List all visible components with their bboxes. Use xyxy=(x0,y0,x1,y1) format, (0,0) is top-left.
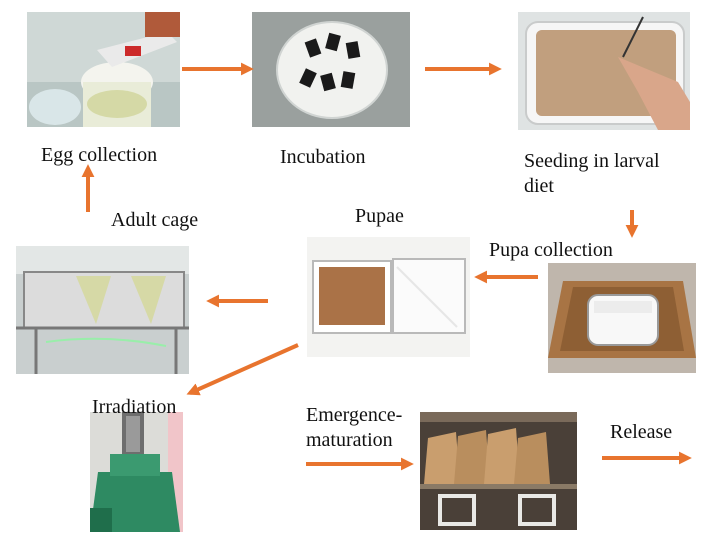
adult-cage-photo xyxy=(16,246,189,374)
label-emergence-line1: Emergence- xyxy=(306,404,403,426)
label-irradiation: Irradiation xyxy=(92,396,177,418)
label-seeding-line2: diet xyxy=(524,175,554,197)
label-emergence-line2: maturation xyxy=(306,429,393,451)
emergence-photo xyxy=(420,412,577,530)
pupa-collection-photo xyxy=(548,263,696,373)
egg-collection-photo xyxy=(27,12,180,127)
pupae-photo xyxy=(307,237,470,357)
label-egg-collection: Egg collection xyxy=(41,144,158,166)
label-adult-cage: Adult cage xyxy=(111,209,199,231)
label-seeding: Seeding in larval diet xyxy=(524,149,660,199)
label-seeding-line1: Seeding in larval xyxy=(524,150,660,172)
incubation-photo xyxy=(252,12,410,127)
label-release: Release xyxy=(610,421,673,443)
label-emergence: Emergence- maturation xyxy=(306,403,402,453)
label-incubation: Incubation xyxy=(280,146,366,168)
label-pupa-collection: Pupa collection xyxy=(489,239,613,261)
arrow-adult-cage-to-irradiation xyxy=(186,343,299,396)
irradiation-photo xyxy=(90,412,183,532)
label-pupae: Pupae xyxy=(355,205,404,227)
larval-diet-photo xyxy=(518,12,690,130)
